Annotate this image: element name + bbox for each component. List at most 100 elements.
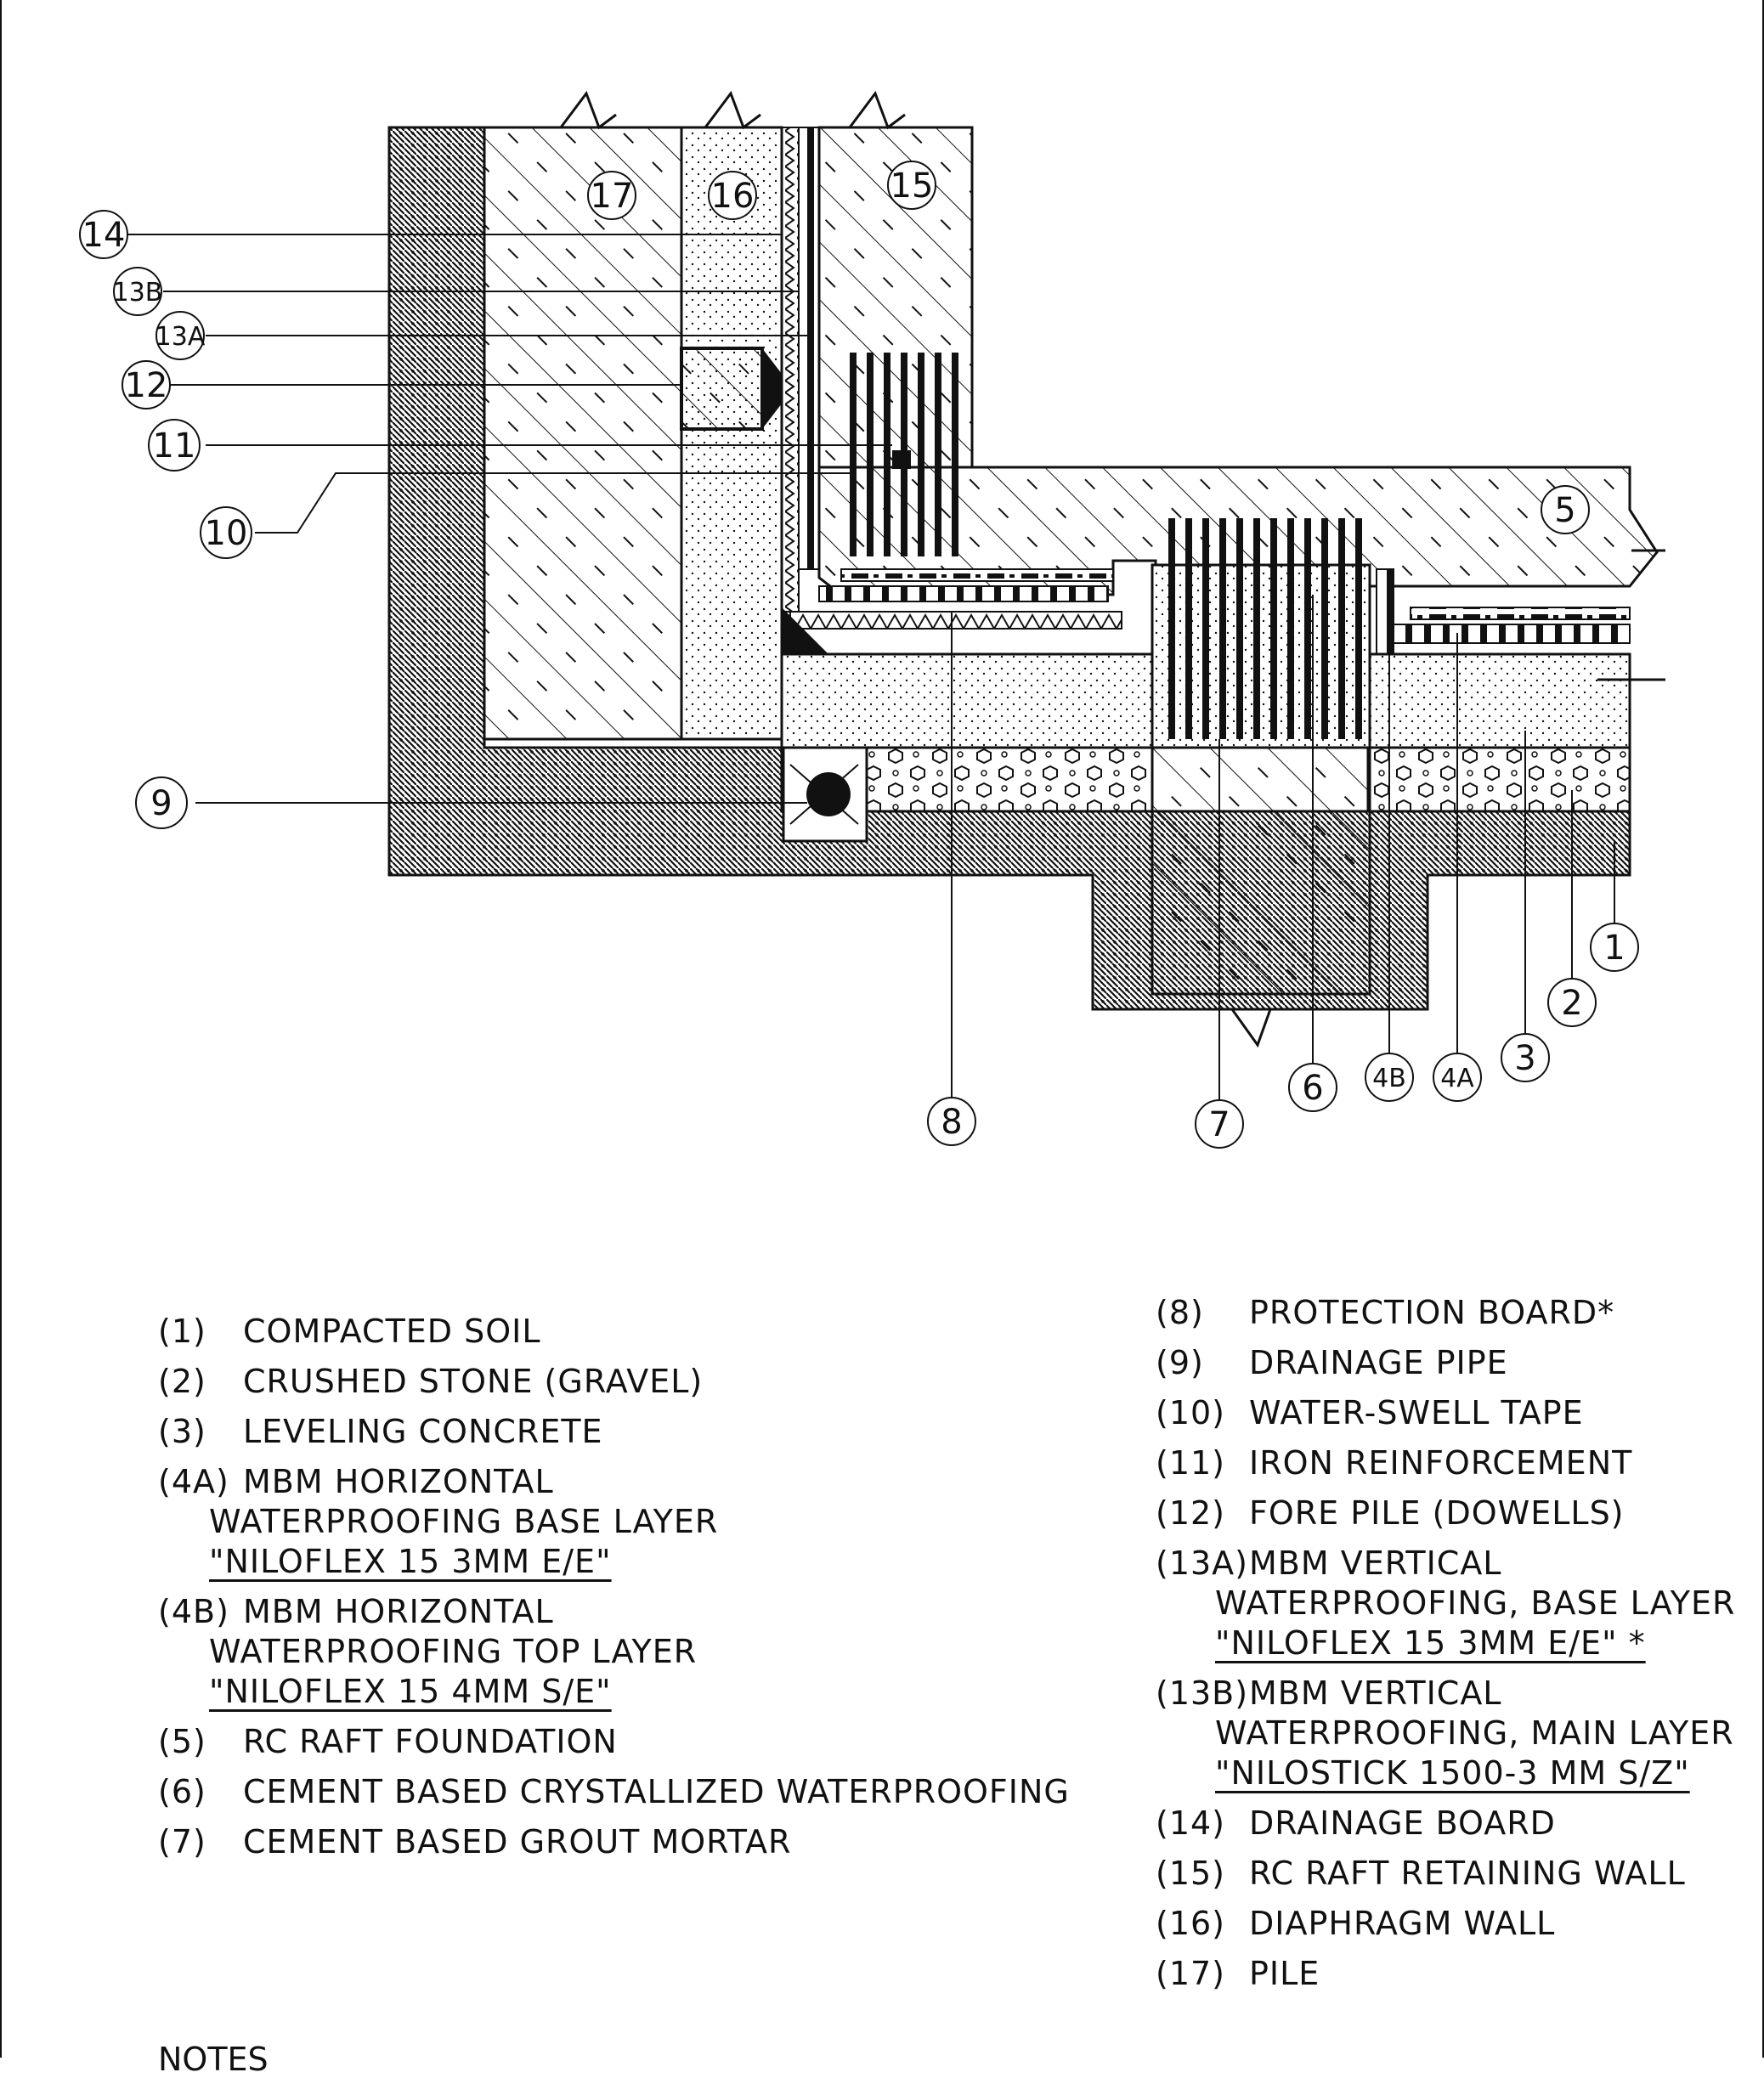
legend-number: (13A) (1156, 1544, 1248, 1582)
callout-4a: 4A (1433, 1053, 1482, 1102)
legend-number: (12) (1156, 1494, 1226, 1532)
legend-text: "NILOFLEX 15 3MM E/E" * (1215, 1624, 1646, 1662)
pile-section (483, 126, 683, 741)
legend-text: FORE PILE (DOWELLS) (1249, 1494, 1625, 1532)
svg-text:17: 17 (591, 177, 634, 216)
callout-17: 17 (587, 171, 636, 220)
callout-5: 5 (1541, 485, 1590, 534)
callout-11: 11 (148, 419, 201, 472)
callout-15: 15 (887, 161, 936, 210)
legend-number: (6) (158, 1773, 206, 1810)
legend-text: MBM VERTICAL (1249, 1674, 1502, 1712)
legend-number: (4B) (158, 1593, 229, 1630)
legend-entry: (14)DRAINAGE BOARD (1156, 1804, 1735, 1844)
svg-text:13A: 13A (155, 322, 206, 352)
callout-7: 7 (1195, 1099, 1244, 1149)
legend-text: "NILOSTICK 1500-3 MM S/Z" (1215, 1754, 1690, 1792)
callout-8: 8 (927, 1097, 976, 1146)
drainage-pipe (782, 746, 868, 843)
legend-text: "NILOFLEX 15 4MM S/E" (209, 1673, 612, 1710)
legend-number: (16) (1156, 1905, 1226, 1942)
legend-entry: (5) RC RAFT FOUNDATION (158, 1722, 1070, 1762)
callout-4b: 4B (1365, 1053, 1414, 1102)
svg-text:14: 14 (82, 216, 126, 255)
legend-number: (17) (1156, 1955, 1226, 1992)
svg-text:2: 2 (1561, 984, 1582, 1023)
legend-entry: (11)IRON REINFORCEMENT (1156, 1443, 1735, 1483)
legend-entry: (1)COMPACTED SOIL (158, 1312, 1070, 1352)
horizontal-membrane-base (1393, 624, 1631, 644)
diaphragm-wall (680, 126, 783, 741)
pile-under-raft (1151, 746, 1371, 996)
callout-10: 10 (200, 506, 252, 559)
legend-number: (8) (1156, 1294, 1204, 1331)
callout-3: 3 (1501, 1033, 1550, 1082)
svg-text:5: 5 (1554, 491, 1575, 530)
legend-text: WATERPROOFING, MAIN LAYER (1215, 1714, 1734, 1752)
callout-9: 9 (135, 776, 188, 829)
svg-text:7: 7 (1208, 1105, 1230, 1144)
legend-entry: (3) LEVELING CONCRETE (158, 1412, 1070, 1452)
legend-number: (5) (158, 1723, 206, 1760)
legend-entry: (17)PILE (1156, 1954, 1735, 1994)
legend-text: CEMENT BASED GROUT MORTAR (243, 1823, 792, 1861)
svg-text:8: 8 (941, 1103, 962, 1142)
legend-text: MBM HORIZONTAL (243, 1463, 554, 1500)
protection-board (840, 568, 1114, 582)
svg-text:4A: 4A (1440, 1064, 1474, 1093)
legend-number: (3) (158, 1413, 206, 1450)
callout-13b: 13B (113, 267, 163, 316)
legend-text: PROTECTION BOARD* (1249, 1294, 1615, 1331)
iron-reinforcement-wall (850, 353, 958, 556)
legend-text: WATERPROOFING, BASE LAYER (1215, 1584, 1736, 1622)
pile-rebar-group (1168, 518, 1362, 739)
compacted-soil-layer (387, 126, 1631, 1011)
legend-number: (15) (1156, 1855, 1226, 1892)
leader-lines (127, 234, 1615, 1100)
svg-text:1: 1 (1603, 929, 1625, 968)
legend-text: MBM HORIZONTAL (243, 1593, 554, 1630)
legend-number: (7) (158, 1823, 206, 1861)
legend-text: CEMENT BASED CRYSTALLIZED WATERPROOFING (243, 1773, 1070, 1810)
svg-text:16: 16 (711, 177, 755, 216)
legend-text: LEVELING CONCRETE (243, 1413, 603, 1450)
legend-entry: (6) CEMENT BASED CRYSTALLIZED WATERPROOFI… (158, 1772, 1070, 1812)
crushed-stone-gravel (865, 746, 1154, 813)
legend-entry: (12) FORE PILE (DOWELLS) (1156, 1494, 1735, 1533)
break-lines (559, 90, 1665, 1048)
callout-6: 6 (1288, 1063, 1337, 1112)
legend-text: RC RAFT FOUNDATION (243, 1723, 618, 1760)
legend-number: (1) (158, 1313, 206, 1350)
vertical-membrane (798, 127, 820, 570)
svg-text:13B: 13B (113, 278, 163, 308)
svg-text:15: 15 (890, 167, 934, 206)
fore-pile-dowel (680, 347, 764, 431)
legend-text: WATERPROOFING BASE LAYER (209, 1503, 719, 1540)
legend-text: DRAINAGE PIPE (1249, 1344, 1508, 1381)
svg-text:4B: 4B (1372, 1064, 1406, 1093)
legend-number: (11) (1156, 1444, 1226, 1482)
svg-text:12: 12 (125, 366, 168, 405)
legend-number: (2) (158, 1363, 206, 1400)
legend-entry: (7) CEMENT BASED GROUT MORTAR (158, 1822, 1070, 1862)
svg-text:11: 11 (153, 426, 196, 466)
callout-14: 14 (79, 210, 128, 259)
callout-13a: 13A (155, 311, 206, 360)
callout-12: 12 (122, 360, 171, 409)
callout-16: 16 (708, 171, 757, 220)
legend-number: (14) (1156, 1804, 1226, 1842)
legend-text: WATER-SWELL TAPE (1249, 1394, 1584, 1431)
legend-text: DIAPHRAGM WALL (1249, 1905, 1556, 1942)
legend-right: (8)PROTECTION BOARD*(9)DRAINAGE PIPE(10)… (1156, 1293, 1735, 2004)
svg-text:10: 10 (205, 514, 248, 553)
waterproofing-section-drawing: 14 13B 13A 12 11 10 9 17 (79, 90, 1665, 1149)
legend-left: (1)COMPACTED SOIL(2)CRUSHED STONE (GRAVE… (158, 1312, 1070, 1872)
svg-text:9: 9 (150, 784, 172, 823)
horizontal-membrane-top (1410, 607, 1631, 620)
legend-entry: (15)RC RAFT RETAINING WALL (1156, 1854, 1735, 1894)
callout-1: 1 (1590, 923, 1639, 972)
